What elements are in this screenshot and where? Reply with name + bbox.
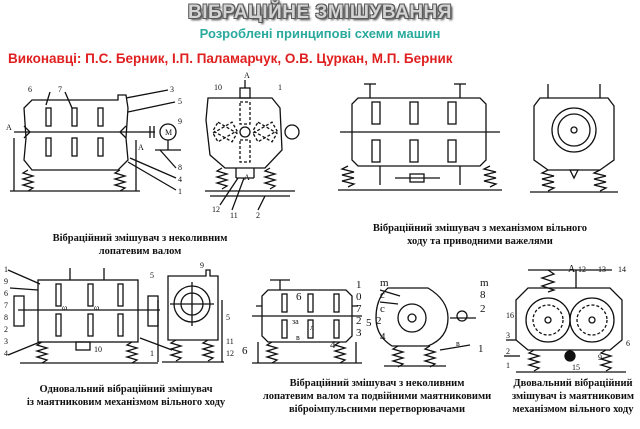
label: 5 — [226, 313, 230, 322]
label: 9 — [598, 353, 602, 362]
label: 2 — [4, 325, 8, 334]
fig3-mixer-diagram — [7, 268, 173, 364]
label: 6 — [242, 345, 248, 357]
label: 12 — [578, 265, 586, 274]
label: 7 — [356, 303, 362, 315]
label: 9 — [178, 117, 182, 126]
caption-line: лопатевим валом — [98, 246, 182, 257]
caption-fig4: Вібраційний змішувач з неколивним лопате… — [252, 377, 502, 416]
caption-line: лопатевим валом та подвійними маятникови… — [262, 391, 492, 402]
label: 1 — [178, 187, 182, 196]
label: в — [456, 339, 460, 348]
label: 3 — [4, 337, 8, 346]
label: в — [296, 333, 300, 342]
caption-line: Двовальний вібраційний — [513, 378, 633, 389]
caption-line: змішувач із маятниковим — [511, 391, 635, 402]
label: 6 — [28, 85, 32, 94]
label: 8 — [480, 289, 486, 301]
label: 2 — [376, 315, 382, 327]
label: ω — [62, 303, 67, 312]
label: 12 — [212, 205, 220, 214]
caption-fig2: Вібраційний змішувач з механізмом вільно… — [360, 222, 600, 248]
label: A — [6, 123, 12, 132]
label: 12 — [226, 349, 234, 358]
label: 9 — [4, 277, 8, 286]
label: 5 — [150, 271, 154, 280]
label: 3 — [170, 85, 174, 94]
label: 1 — [506, 361, 510, 370]
label: 5 — [366, 317, 372, 329]
label: 7 — [4, 301, 8, 310]
fig5-mixer-diagram — [504, 269, 626, 373]
label: 11 — [230, 211, 238, 220]
caption-line: Вібраційний змішувач з неколивним — [52, 233, 228, 244]
label: 1 — [478, 343, 484, 355]
caption-line: із маятниковим механізмом вільного ходу — [26, 397, 226, 408]
label: A — [244, 173, 250, 182]
label: A — [244, 71, 250, 80]
label: c — [380, 289, 385, 301]
label: 5 — [178, 97, 182, 106]
label: 7 — [58, 85, 62, 94]
label: 8 — [178, 163, 182, 172]
label: 3 — [506, 331, 510, 340]
fig4-mixer-diagram — [252, 279, 362, 364]
label: m — [380, 277, 389, 289]
page-subtitle: Розроблені принципові схеми машин — [199, 26, 441, 41]
fig4b-cross-section — [375, 287, 476, 368]
caption-line: віброімпульсними перетворювачами — [288, 404, 466, 415]
label: 2 — [506, 347, 510, 356]
label: 9 — [200, 261, 204, 270]
label: 16 — [506, 311, 514, 320]
label: 1 — [150, 349, 154, 358]
label: 14 — [618, 265, 626, 274]
label: 11 — [226, 337, 234, 346]
label: 6 — [296, 291, 302, 303]
label: 2 — [356, 315, 362, 327]
label: A — [138, 143, 144, 152]
caption-line: Вібраційний змішувач з неколивним — [289, 378, 465, 389]
caption-fig3: Одновальний вібраційний змішувач із маят… — [6, 383, 246, 409]
label: за — [292, 317, 299, 326]
label: 10 — [214, 83, 222, 92]
label: М — [165, 128, 172, 137]
label: m — [480, 277, 489, 289]
label: 10 — [94, 345, 102, 354]
fig2-mixer-diagram — [338, 83, 502, 191]
caption-line: Вібраційний змішувач з механізмом вільно… — [372, 223, 588, 234]
label: 1 — [4, 265, 8, 274]
label: 13 — [598, 265, 606, 274]
fig3b-cross-section — [157, 269, 224, 363]
label: 4 — [178, 175, 182, 184]
label: 2 — [256, 211, 260, 220]
label: 6 — [626, 339, 630, 348]
label: 4 — [380, 331, 386, 343]
label: 8 — [4, 313, 8, 322]
label: 4 — [330, 339, 336, 351]
label: 1 — [278, 83, 282, 92]
caption-line: ходу та приводними важелями — [407, 236, 553, 247]
diagram-number-labels: 6 7 3 5 9 М A A 8 4 1 10 A 1 A 12 11 2 1… — [4, 71, 630, 372]
fig2b-cross-section — [530, 84, 618, 193]
caption-line: Одновальний вібраційний змішувач — [39, 384, 213, 395]
fig1b-cross-section — [205, 80, 300, 211]
authors-line: Виконавці: П.С. Берник, І.П. Паламарчук,… — [8, 51, 453, 66]
label: 3 — [356, 327, 362, 339]
label: ω — [94, 303, 99, 312]
label: 6 — [4, 289, 8, 298]
label: c — [380, 303, 385, 315]
label: 1 — [356, 279, 362, 291]
caption-fig1: Вібраційний змішувач з неколивним лопате… — [40, 232, 240, 258]
label: 4 — [4, 349, 8, 358]
caption-line: механізмом вільного ходу — [512, 404, 634, 415]
page-title: ВІБРАЦІЙНЕ ЗМІШУВАННЯ — [188, 2, 452, 23]
label: 2 — [480, 303, 486, 315]
label: A — [568, 264, 576, 275]
label: 15 — [572, 363, 580, 372]
label: л — [310, 323, 314, 332]
caption-fig5: Двовальний вібраційний змішувач із маятн… — [508, 377, 638, 416]
label: 0 — [356, 291, 362, 303]
fig1-mixer-diagram — [10, 89, 181, 192]
